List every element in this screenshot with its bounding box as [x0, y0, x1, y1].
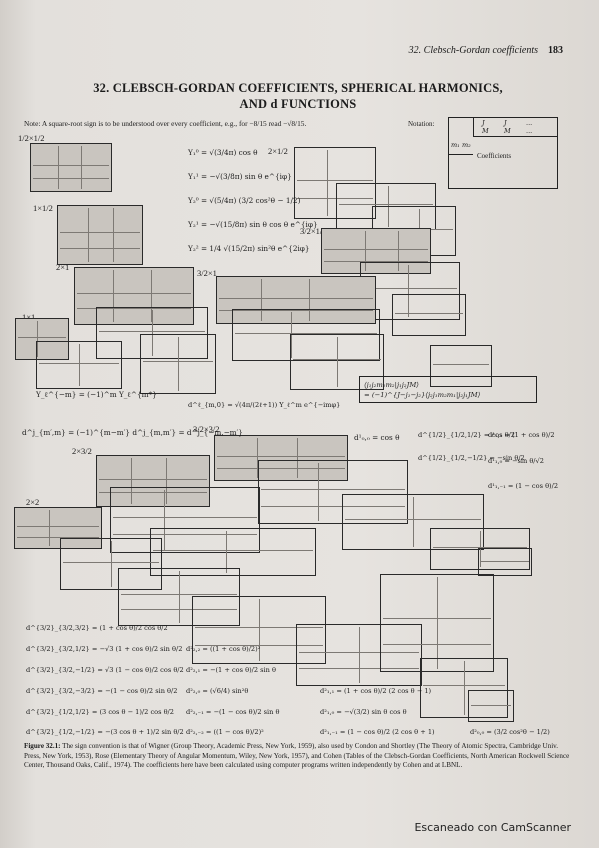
group-label-3half-half: 3/2×1/2 [300, 226, 327, 236]
cg-table-2-2-g [420, 658, 508, 718]
notation-box: J J ... M M ... m₁ m₂ Coefficients [448, 117, 558, 189]
eq-Y20: Y₂⁰ = √(5/4π) (3/2 cos²θ − 1/2) [188, 196, 301, 205]
cg-table-2-3half-b [110, 487, 260, 553]
cg-table-3half-3half-b [258, 460, 408, 524]
eq-d1-1m1: d¹₁,₋₁ = (1 − cos θ)/2 [488, 482, 559, 490]
cg-table-2-1-b [96, 307, 208, 359]
cg-table-3half-half [321, 228, 431, 274]
cg-table-3half-1-d [430, 345, 492, 387]
group-label-3half-1: 3/2×1 [197, 268, 217, 278]
cg-table-2-2 [14, 507, 102, 549]
cg-table-2-3half [96, 455, 210, 507]
notation-m2: m₂ [462, 141, 471, 149]
notation-label: Notation: [408, 120, 435, 128]
notation-M: M [482, 127, 489, 135]
figure-caption: Figure 32.1: The sign convention is that… [24, 742, 574, 771]
eq-d32-d: d^{3/2}_{3/2,−3/2} = −(1 − cos θ)/2 sin … [26, 687, 178, 695]
cg-table-2-2-f [380, 574, 494, 672]
eq-d32-e: d^{3/2}_{1/2,1/2} = (3 cos θ − 1)/2 cos … [26, 708, 174, 716]
eq-d32-f: d^{3/2}_{1/2,−1/2} = −(3 cos θ + 1)/2 si… [26, 728, 184, 736]
group-label-3half-3half: 3/2×3/2 [193, 424, 220, 434]
eq-d2-d: d²₂,₋₁ = −(1 − cos θ)/2 sin θ [186, 708, 280, 716]
page-number: 183 [548, 45, 563, 56]
cg-table-2-1 [74, 267, 194, 325]
eq-d1-10: d¹₁,₀ = −sin θ/√2 [488, 457, 544, 465]
group-label-2-3half: 2×3/2 [72, 446, 92, 456]
eq-d2-h: d²₁,₋₁ = (1 − cos θ)/2 (2 cos θ + 1) [320, 728, 435, 736]
eq-d2-e: d²₂,₋₂ = ((1 − cos θ)/2)² [186, 728, 264, 736]
notation-header: J J ... M M ... [473, 118, 558, 137]
cg-relation-line-2: = (−1)^{J−j₁−j₂}⟨j₂j₁m₂m₁|j₂j₁JM⟩ [364, 391, 481, 399]
title-line-1: 32. CLEBSCH-GORDAN COEFFICIENTS, SPHERIC… [93, 81, 503, 95]
cg-table-1-1-b [36, 341, 122, 389]
cg-table-2-2-e [296, 624, 422, 686]
notation-m1: m₁ [451, 141, 460, 149]
group-label-half-half: 1/2×1/2 [18, 133, 45, 143]
notation-J2: J [504, 119, 507, 127]
cg-table-1-half [57, 205, 143, 265]
group-label-2-1: 2×1 [56, 262, 70, 272]
notation-m-row: m₁ m₂ [449, 136, 473, 155]
cg-table-3half-1-b [232, 309, 380, 361]
eq-dhalf-pm: d^{1/2}_{1/2,−1/2} = −sin θ/2 [418, 454, 525, 462]
group-label-2-2: 2×2 [26, 497, 40, 507]
notation-J: J [482, 119, 485, 127]
eq-d1-11: d¹₁,₁ = (1 + cos θ)/2 [488, 431, 555, 439]
eq-d32-c: d^{3/2}_{3/2,−1/2} = √3 (1 − cos θ)/2 co… [26, 666, 184, 674]
page-title: 32. CLEBSCH-GORDAN COEFFICIENTS, SPHERIC… [68, 80, 528, 112]
eq-d2-a: d²₂,₂ = ((1 + cos θ)/2)² [186, 645, 261, 653]
scanner-watermark: Escaneado con CamScanner [414, 821, 571, 834]
cg-table-2-2-b [60, 538, 162, 590]
cg-table-3half-3half-e [478, 548, 532, 576]
eq-d2-b: d²₂,₁ = −(1 + cos θ)/2 sin θ [186, 666, 276, 674]
running-title: 32. Clebsch-Gordan coefficients [408, 45, 538, 56]
notation-coefficients: Coefficients [477, 152, 512, 160]
cg-table-half-half [30, 143, 112, 192]
cg-table-3half-3half-c [342, 494, 484, 550]
cg-table-2-2-c [118, 568, 240, 626]
caption-label: Figure 32.1: [24, 742, 61, 750]
notation-dots: ... [526, 119, 533, 127]
cg-table-3half-1 [216, 276, 376, 324]
eq-dlm0: d^ℓ_{m,0} = √(4π/(2ℓ+1)) Y_ℓ^m e^{−imφ} [188, 401, 341, 409]
running-header: 32. Clebsch-Gordan coefficients 183 [409, 45, 563, 56]
group-label-1-half: 1×1/2 [33, 203, 53, 213]
cg-table-2-1-c [140, 334, 216, 394]
cg-table-2-3half-c [150, 528, 316, 576]
title-line-2: AND d FUNCTIONS [239, 97, 357, 111]
caption-text: The sign convention is that of Wigner (G… [24, 742, 570, 770]
eq-Y10: Y₁⁰ = √(3/4π) cos θ [188, 148, 258, 157]
cg-table-3half-1-c [290, 334, 384, 390]
cg-relation-line-1: ⟨j₁j₂m₁m₂|j₁j₂JM⟩ [364, 381, 419, 389]
eq-d-symmetry: d^j_{m′,m} = (−1)^{m−m′} d^j_{m,m′} = d^… [22, 428, 243, 437]
cg-table-1-1 [15, 318, 69, 360]
cg-table-2-2-h [468, 690, 514, 722]
notation-dots2: ... [526, 127, 533, 135]
eq-dhalf-pp: d^{1/2}_{1/2,1/2} = cos θ/2 [418, 431, 516, 439]
sqrt-note: Note: A square-root sign is to be unders… [24, 119, 307, 128]
cg-table-3half-3half [214, 435, 348, 481]
eq-Y-neg-m: Y_ℓ^{−m} = (−1)^m Y_ℓ^{m*} [36, 390, 157, 399]
cg-table-2-2-d [192, 596, 326, 664]
eq-Y11: Y₁¹ = −√(3/8π) sin θ e^{iφ} [188, 172, 292, 181]
group-label-2-half: 2×1/2 [268, 146, 288, 156]
cg-exchange-relation: ⟨j₁j₂m₁m₂|j₁j₂JM⟩ = (−1)^{J−j₁−j₂}⟨j₂j₁m… [359, 376, 537, 403]
eq-Y22: Y₂² = 1/4 √(15/2π) sin²θ e^{2iφ} [188, 244, 310, 253]
eq-d2-i: d²₀,₀ = (3/2 cos²θ − 1/2) [470, 728, 550, 736]
eq-d1-00: d¹₀,₀ = cos θ [354, 433, 400, 442]
eq-d2-g: d²₁,₀ = −√(3/2) sin θ cos θ [320, 708, 407, 716]
eq-Y21: Y₂¹ = −√(15/8π) sin θ cos θ e^{iφ} [188, 220, 318, 229]
group-label-1-1: 1×1 [22, 312, 36, 322]
eq-d2-c: d²₂,₀ = (√6/4) sin²θ [186, 687, 249, 695]
notation-M2: M [504, 127, 511, 135]
eq-d2-f: d²₁,₁ = (1 + cos θ)/2 (2 cos θ − 1) [320, 687, 432, 695]
eq-d32-b: d^{3/2}_{3/2,1/2} = −√3 (1 + cos θ)/2 si… [26, 645, 183, 653]
eq-d32-a: d^{3/2}_{3/2,3/2} = (1 + cos θ)/2 cos θ/… [26, 624, 168, 632]
cg-table-3half-half-c [392, 294, 466, 336]
cg-table-3half-3half-d [430, 528, 530, 570]
